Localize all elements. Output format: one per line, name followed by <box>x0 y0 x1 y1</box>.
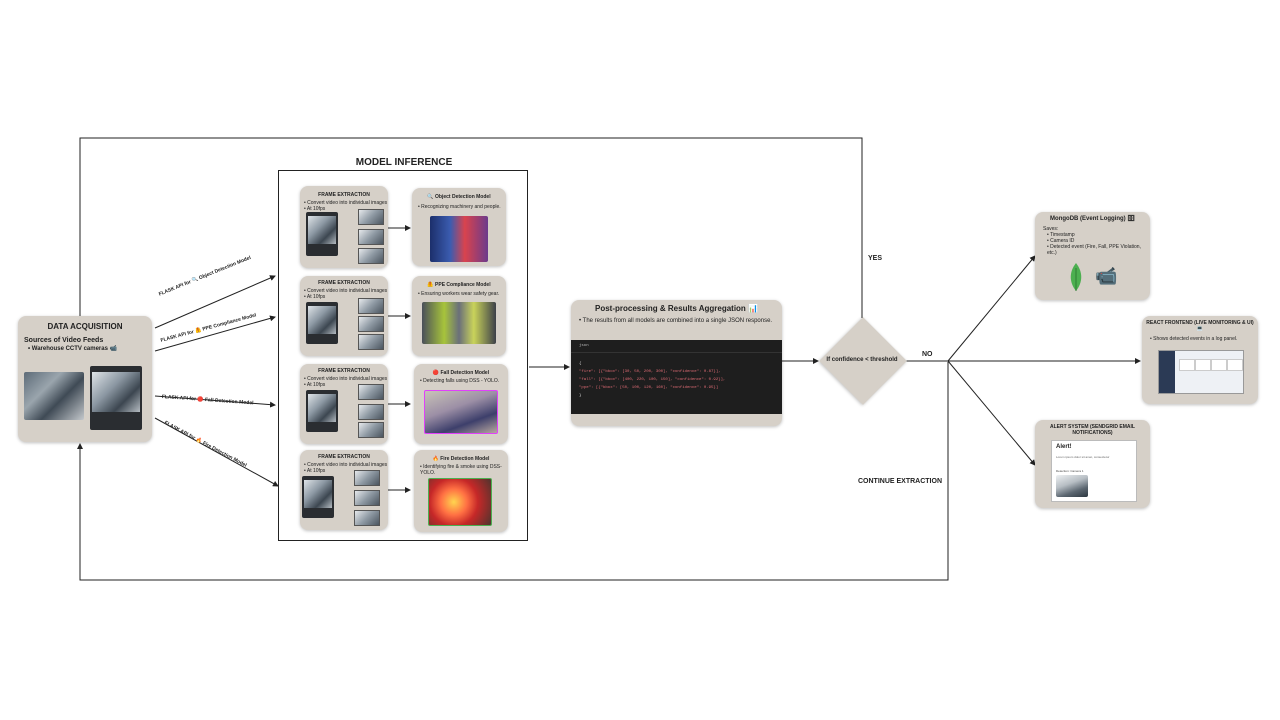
fire-detection-image <box>428 478 492 526</box>
frame-extraction-bullet: • At 10fps <box>304 382 326 388</box>
data-acquisition-title: DATA ACQUISITION <box>47 322 123 331</box>
model-desc: • Ensuring workers wear safety gear. <box>418 291 500 297</box>
email-body: Lorem ipsum dolor sit amet, consectetur <box>1056 455 1110 459</box>
model-title: 🔴 Fall Detection Model <box>432 370 490 376</box>
model-card-object: 🔍 Object Detection Model • Recognizing m… <box>412 188 506 266</box>
frame-image <box>302 476 334 518</box>
alert-system-card: ALERT SYSTEM (SENDGRID EMAIL NOTIFICATIO… <box>1035 420 1150 508</box>
frame-extraction-bullet: • Convert video into individual images <box>304 200 388 206</box>
edge-fall <box>154 395 276 408</box>
code-line: { <box>579 362 582 366</box>
model-title: 🦺 PPE Compliance Model <box>427 282 491 288</box>
frame-thumb <box>358 334 384 350</box>
model-desc: • Identifying fire & smoke using DSS-YOL… <box>420 464 502 476</box>
code-line: "fall": [{"bbox": [400, 220, 100, 150], … <box>579 378 726 382</box>
frame-thumb <box>358 248 384 264</box>
mongodb-saves: Saves: <box>1043 226 1059 232</box>
frame-thumb <box>354 490 380 506</box>
frame-image <box>306 390 338 432</box>
model-card-fall: 🔴 Fall Detection Model • Detecting falls… <box>414 364 508 444</box>
react-frontend-card: REACT FRONTEND (LIVE MONITORING & UI) 💻 … <box>1142 316 1258 404</box>
frame-extraction-bullet: • Convert video into individual images <box>304 462 388 468</box>
dashboard-screenshot <box>1158 350 1244 394</box>
cctv-camera-icon: 📹 <box>1095 266 1118 286</box>
model-desc: • Recognizing machinery and people. <box>418 204 501 210</box>
frame-extraction-title: FRAME EXTRACTION <box>318 192 370 198</box>
mongodb-item: • Detected event (Fire, Fall, PPE Violat… <box>1047 244 1141 256</box>
frame-thumb <box>358 229 384 245</box>
edge-label-continue: CONTINUE EXTRACTION <box>858 478 942 485</box>
frame-extraction-bullet: • At 10fps <box>304 468 326 474</box>
email-meta: Detection: Camera 1 <box>1056 469 1084 473</box>
frame-extraction-bullet: • At 10fps <box>304 294 326 300</box>
data-acquisition-card: DATA ACQUISITION Sources of Video Feeds … <box>18 316 152 442</box>
edge-to-alert <box>947 360 1036 466</box>
frame-thumb <box>358 422 384 438</box>
mongodb-card: MongoDB (Event Logging) 🗄 Saves: • Times… <box>1035 212 1150 300</box>
code-lang: json <box>579 344 589 348</box>
frame-thumb <box>358 404 384 420</box>
frame-thumb <box>354 470 380 486</box>
warehouse-image <box>24 372 84 420</box>
frame-extraction-bullet: • At 10fps <box>304 206 326 212</box>
model-inference-title: MODEL INFERENCE <box>355 157 453 168</box>
code-block: json { "fire": [{"bbox": [30, 50, 200, 3… <box>571 340 782 414</box>
frame-extraction-title: FRAME EXTRACTION <box>318 280 370 286</box>
email-title: Alert! <box>1056 444 1072 450</box>
frame-image <box>306 212 338 256</box>
code-line: "fire": [{"bbox": [30, 50, 200, 300], "c… <box>579 370 721 374</box>
data-acquisition-bullet-text: Warehouse CCTV cameras <box>31 346 108 352</box>
postprocessing-title: Post-processing & Results Aggregation 📊 <box>594 304 759 313</box>
loop-continue-line <box>77 362 949 581</box>
data-acquisition-bullet: • Warehouse CCTV cameras 📹 <box>28 346 118 352</box>
cctv-frame-image <box>90 366 142 430</box>
mongodb-item: • Camera ID <box>1047 238 1075 244</box>
cctv-camera-icon: 📹 <box>109 346 118 352</box>
postprocessing-card: Post-processing & Results Aggregation 📊 … <box>571 300 782 426</box>
code-line: } <box>579 394 582 398</box>
model-card-fire: 🔥 Fire Detection Model • Identifying fir… <box>414 450 508 532</box>
frame-extraction-card: FRAME EXTRACTION • Convert video into in… <box>300 276 388 356</box>
code-line: "ppe": [{"bbox": [50, 100, 120, 160], "c… <box>579 386 719 390</box>
frame-thumb <box>358 384 384 400</box>
frame-thumb <box>358 316 384 332</box>
frame-extraction-card: FRAME EXTRACTION • Convert video into in… <box>300 186 388 268</box>
edge-object <box>154 275 276 329</box>
loop-top-line <box>79 137 863 318</box>
frame-extraction-card: FRAME EXTRACTION • Convert video into in… <box>300 364 388 444</box>
frame-thumb <box>358 209 384 225</box>
edge-ppe <box>154 315 276 352</box>
edge-label-yes: YES <box>868 255 883 262</box>
edge-to-mongo <box>947 255 1036 362</box>
frame-thumb <box>354 510 380 526</box>
model-title: 🔥 Fire Detection Model <box>432 456 490 462</box>
frame-extraction-card: FRAME EXTRACTION • Convert video into in… <box>300 450 388 530</box>
mongodb-leaf-icon <box>1070 263 1082 291</box>
email-image <box>1056 475 1088 497</box>
postprocessing-desc: • The results from all models are combin… <box>579 318 773 324</box>
model-title: 🔍 Object Detection Model <box>427 194 491 200</box>
alert-title: ALERT SYSTEM (SENDGRID EMAIL NOTIFICATIO… <box>1049 424 1135 436</box>
object-detection-image <box>430 216 488 262</box>
email-preview: Alert! Lorem ipsum dolor sit amet, conse… <box>1051 440 1137 502</box>
frame-image <box>306 302 338 344</box>
mongodb-title: MongoDB (Event Logging) 🗄 <box>1050 216 1135 222</box>
frame-thumb <box>358 298 384 314</box>
mongodb-item: • Timestamp <box>1047 232 1075 238</box>
decision-label: If confidence < threshold <box>826 357 898 363</box>
ppe-compliance-image <box>422 302 496 344</box>
data-acquisition-subtitle: Sources of Video Feeds <box>24 337 104 344</box>
frame-extraction-bullet: • Convert video into individual images <box>304 376 388 382</box>
frame-extraction-bullet: • Convert video into individual images <box>304 288 388 294</box>
frame-extraction-title: FRAME EXTRACTION <box>318 368 370 374</box>
frame-extraction-title: FRAME EXTRACTION <box>318 454 370 460</box>
model-inference-box <box>278 170 528 541</box>
react-desc: • Shows detected events in a log panel. <box>1150 336 1238 342</box>
fall-detection-image <box>424 390 498 434</box>
edge-fire <box>154 417 279 487</box>
model-card-ppe: 🦺 PPE Compliance Model • Ensuring worker… <box>412 276 506 356</box>
react-title: REACT FRONTEND (LIVE MONITORING & UI) 💻 <box>1146 320 1254 332</box>
model-desc: • Detecting falls using DSS - YOLO. <box>420 378 500 384</box>
edge-label-no: NO <box>922 351 933 358</box>
